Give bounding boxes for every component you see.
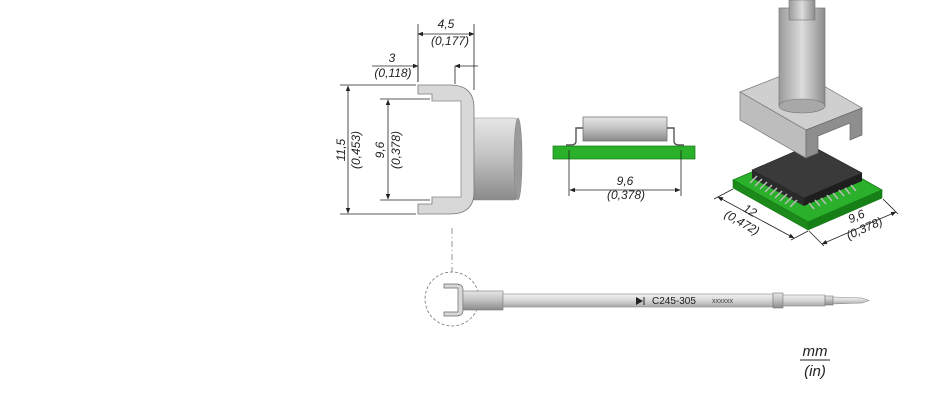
front-holder: [417, 84, 475, 215]
side-chip-body: [582, 116, 668, 142]
dim-width-top-mm: 4,5: [438, 17, 455, 31]
side-view: 9,6 (0,378): [552, 116, 696, 202]
serial-number: xxxxxx: [712, 298, 734, 305]
dim-side-length-mm: 9,6: [617, 174, 634, 188]
dim-iso-width-mm: 9,6: [846, 206, 867, 226]
unit-mm: mm: [803, 343, 828, 360]
units-legend: mm (in): [800, 343, 830, 380]
dim-height-inner-mm: 9,6: [373, 141, 387, 158]
front-view: 4,5 (0,177) 3 (0,118) 11,5 (0,453) 9,6 (…: [334, 17, 523, 272]
part-number: C245-305: [652, 296, 696, 307]
dim-height-outer-in: (0,453): [349, 131, 363, 169]
dim-width-inner-in: (0,118): [374, 66, 411, 80]
side-pcb: [552, 145, 696, 160]
tip-end: [832, 296, 870, 305]
iso-shaft: [778, 7, 826, 107]
iso-view: 12 (0,472) 9,6 (0,378): [713, 0, 899, 247]
dim-height-outer-mm: 11,5: [334, 138, 348, 161]
unit-in: (in): [804, 363, 826, 380]
dim-iso-length-mm: 12: [741, 201, 760, 220]
full-tip: C245-305 xxxxxx: [424, 271, 870, 327]
dim-side-length-in: (0,378): [607, 188, 645, 202]
dim-height-inner-in: (0,378): [389, 131, 403, 169]
dim-width-inner-mm: 3: [389, 51, 396, 65]
dim-width-top-in: (0,177): [431, 34, 469, 48]
